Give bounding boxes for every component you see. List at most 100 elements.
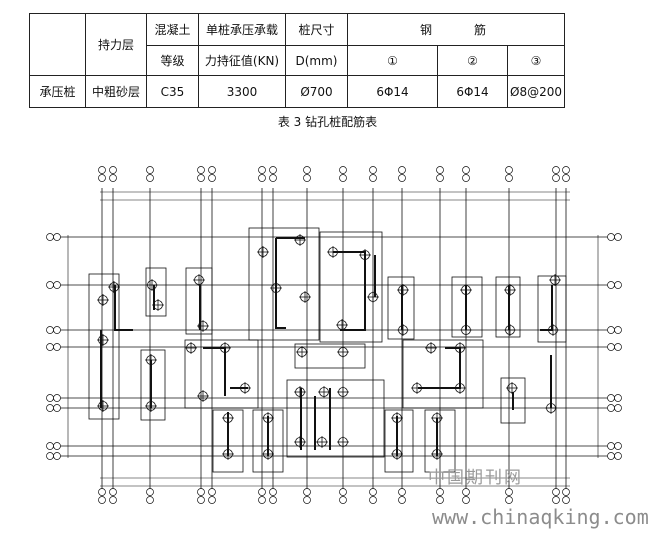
axis-bubble bbox=[607, 452, 615, 460]
axis-bubble bbox=[607, 343, 615, 351]
pile-cap bbox=[140, 349, 166, 421]
axis-bubble bbox=[436, 488, 444, 496]
axis-bubble bbox=[369, 166, 377, 174]
axis-bubble bbox=[369, 174, 377, 182]
pile-cap bbox=[495, 276, 521, 338]
axis-bubble bbox=[146, 488, 154, 496]
axis-bubble bbox=[303, 174, 311, 182]
header-rebar-3: ③ bbox=[506, 45, 566, 76]
axis-bubble bbox=[562, 166, 570, 174]
axis-bubble bbox=[53, 281, 61, 289]
pile-cap bbox=[184, 339, 259, 409]
shear-wall bbox=[114, 285, 133, 331]
pile-cap bbox=[286, 379, 385, 458]
axis-bubble bbox=[562, 488, 570, 496]
dimension-lines bbox=[67, 191, 599, 487]
axis-bubble bbox=[614, 404, 622, 412]
axis-bubble bbox=[98, 166, 106, 174]
shear-walls bbox=[100, 237, 553, 456]
pile-cap bbox=[451, 276, 483, 338]
axis-bubble bbox=[109, 174, 117, 182]
axis-bubble bbox=[269, 174, 277, 182]
axis-bubble bbox=[46, 326, 54, 334]
axis-bubble bbox=[462, 174, 470, 182]
axis-bubble bbox=[146, 496, 154, 504]
cell-diameter: Ø700 bbox=[285, 75, 348, 108]
pile-cap bbox=[88, 273, 120, 420]
axis-bubble bbox=[303, 496, 311, 504]
axis-bubble bbox=[552, 166, 560, 174]
axis-bubble bbox=[46, 343, 54, 351]
pile-cap bbox=[248, 227, 320, 341]
axis-bubble bbox=[552, 488, 560, 496]
axis-bubble bbox=[303, 166, 311, 174]
axis-bubble bbox=[505, 166, 513, 174]
header-capacity: 单桩承压承载 bbox=[198, 13, 286, 46]
pile-caps bbox=[88, 227, 567, 473]
axis-bubble bbox=[269, 488, 277, 496]
axis-bubble bbox=[614, 452, 622, 460]
axis-bubble bbox=[505, 488, 513, 496]
header-diameter: D(mm) bbox=[285, 45, 348, 76]
shear-wall bbox=[540, 285, 553, 331]
axis-bubble bbox=[258, 174, 266, 182]
table-caption: 表 3 钻孔桩配筋表 bbox=[277, 115, 378, 129]
axis-bubble bbox=[53, 394, 61, 402]
axis-bubble bbox=[339, 496, 347, 504]
header-rebar-2: ② bbox=[437, 45, 508, 76]
axis-bubble bbox=[53, 343, 61, 351]
shear-wall bbox=[275, 238, 286, 329]
axis-bubble bbox=[369, 488, 377, 496]
pile-cap bbox=[212, 409, 244, 473]
axis-bubble bbox=[462, 166, 470, 174]
axis-bubble bbox=[208, 488, 216, 496]
axis-bubble bbox=[339, 166, 347, 174]
header-concrete-grade: 等级 bbox=[146, 45, 199, 76]
axis-bubble bbox=[369, 496, 377, 504]
pile-cap bbox=[145, 267, 167, 317]
shear-wall bbox=[418, 347, 461, 389]
axis-bubble bbox=[614, 394, 622, 402]
axis-bubble bbox=[197, 166, 205, 174]
header-bearing-layer: 持力层 bbox=[85, 13, 147, 76]
header-capacity-unit: 力持征值(KN) bbox=[198, 45, 286, 76]
axis-bubble bbox=[197, 496, 205, 504]
pile-cap bbox=[387, 276, 415, 340]
header-size: 桩尺寸 bbox=[285, 13, 348, 46]
axis-bubble bbox=[614, 326, 622, 334]
axis-bubble bbox=[614, 233, 622, 241]
axis-bubble bbox=[46, 442, 54, 450]
axis-bubble bbox=[562, 174, 570, 182]
shear-wall bbox=[333, 251, 366, 331]
cell-rebar-3: Ø8@200 bbox=[506, 75, 566, 108]
axis-bubble bbox=[436, 496, 444, 504]
axis-bubble bbox=[562, 496, 570, 504]
pile-cap bbox=[384, 409, 414, 473]
cell-rebar-2: 6Φ14 bbox=[437, 75, 508, 108]
axis-bubble bbox=[208, 174, 216, 182]
watermark-text: 中国期刊网 bbox=[428, 468, 523, 488]
pile-cap bbox=[402, 339, 484, 409]
pile-cap bbox=[319, 231, 383, 343]
axis-bubbles bbox=[46, 166, 622, 504]
axis-bubble bbox=[614, 343, 622, 351]
axis-bubble bbox=[98, 174, 106, 182]
axis-bubble bbox=[398, 488, 406, 496]
axis-bubble bbox=[208, 496, 216, 504]
axis-bubble bbox=[109, 496, 117, 504]
axis-bubble bbox=[607, 326, 615, 334]
axis-bubble bbox=[46, 404, 54, 412]
header-concrete: 混凝土 bbox=[146, 13, 199, 46]
axis-bubble bbox=[303, 488, 311, 496]
axis-grid bbox=[60, 188, 608, 490]
axis-bubble bbox=[614, 281, 622, 289]
pile-layout-plan bbox=[46, 166, 622, 504]
axis-bubble bbox=[607, 394, 615, 402]
axis-bubble bbox=[552, 174, 560, 182]
axis-bubble bbox=[269, 496, 277, 504]
cell-rebar-1: 6Φ14 bbox=[347, 75, 438, 108]
axis-bubble bbox=[505, 496, 513, 504]
axis-bubble bbox=[208, 166, 216, 174]
header-rebar-1: ① bbox=[347, 45, 438, 76]
axis-bubble bbox=[258, 488, 266, 496]
